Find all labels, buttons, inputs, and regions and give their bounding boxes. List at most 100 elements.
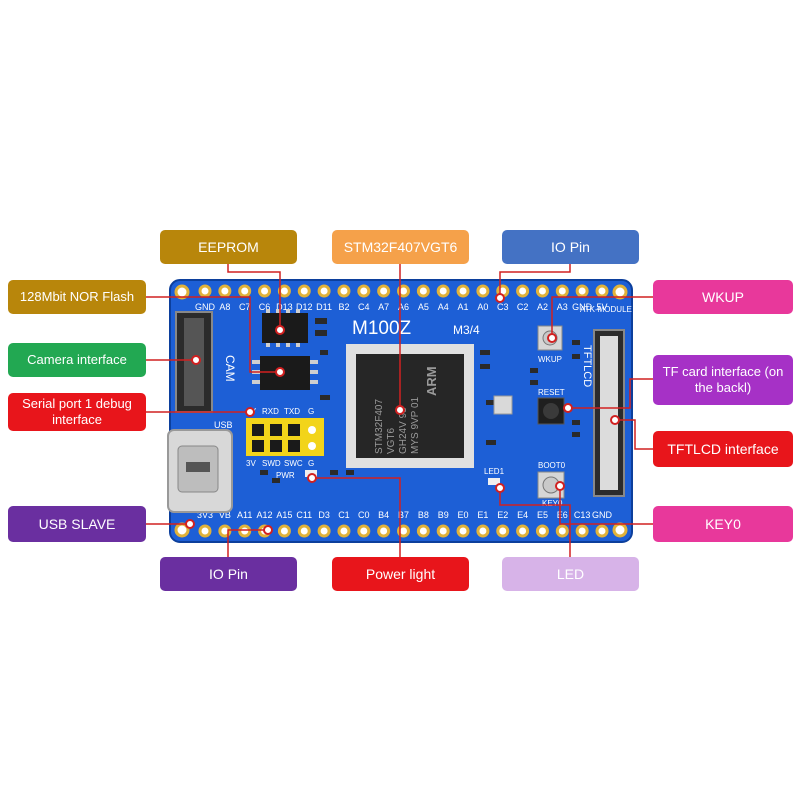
bottom-pin-label: GND <box>592 510 613 520</box>
svg-text:G: G <box>308 459 314 468</box>
bottom-pin-pad <box>277 524 291 538</box>
top-pin-pad <box>258 284 272 298</box>
bottom-pin-pad <box>555 524 569 538</box>
bottom-pin-label: A11 <box>237 510 252 520</box>
power-light-label: Power light <box>332 557 469 591</box>
top-pin-pad <box>317 284 331 298</box>
top-pin-pad <box>277 284 291 298</box>
bottom-pin-pad <box>357 524 371 538</box>
bottom-pin-pad <box>416 524 430 538</box>
bottom-pin-pad <box>575 524 589 538</box>
svg-text:ARM: ARM <box>424 366 439 396</box>
top-pin-pad <box>297 284 311 298</box>
top-pin-pad <box>516 284 530 298</box>
bottom-pin-label: E0 <box>458 510 469 520</box>
top-pin-label: A7 <box>378 302 389 312</box>
bottom-pin-pad <box>337 524 351 538</box>
bottom-pin-label: A15 <box>276 510 292 520</box>
top-pin-label: C7 <box>239 302 251 312</box>
svg-text:STM32F407: STM32F407 <box>374 399 385 454</box>
svg-text:GH24V 93: GH24V 93 <box>398 407 409 454</box>
bottom-pin-pad <box>535 524 549 538</box>
leader-lines <box>146 264 653 557</box>
led1: LED1 <box>484 467 505 485</box>
bottom-pin-label: 3V3 <box>197 510 213 520</box>
bottom-pin-label: D3 <box>318 510 330 520</box>
bottom-pin-pad <box>317 524 331 538</box>
top-pin-label: GND <box>195 302 216 312</box>
mounting-holes <box>174 284 628 538</box>
bottom-pin-pad <box>297 524 311 538</box>
mcu-label: STM32F407VGT6 <box>332 230 469 264</box>
top-pin-label: A1 <box>458 302 469 312</box>
led-label: LED <box>502 557 639 591</box>
svg-text:VGT6: VGT6 <box>386 427 397 454</box>
top-pin-label: GND <box>572 302 593 312</box>
top-pin-pad <box>218 284 232 298</box>
bottom-pin-label: B8 <box>418 510 429 520</box>
svg-text:G: G <box>308 407 314 416</box>
top-pin-pad <box>456 284 470 298</box>
top-pin-label: A0 <box>477 302 488 312</box>
bottom-pin-label: C11 <box>296 510 312 520</box>
top-pin-pad <box>555 284 569 298</box>
bottom-pin-label: B4 <box>378 510 389 520</box>
svg-text:SWC: SWC <box>284 459 303 468</box>
svg-text:RESET: RESET <box>538 388 565 397</box>
eeprom-label: EEPROM <box>160 230 297 264</box>
io-pin-bottom-label: IO Pin <box>160 557 297 591</box>
bottom-pin-pad <box>436 524 450 538</box>
svg-text:KEY0: KEY0 <box>542 499 563 508</box>
bottom-pin-label: VB <box>219 510 231 520</box>
bottom-pin-pad <box>456 524 470 538</box>
svg-text:BOOT0: BOOT0 <box>538 461 566 470</box>
bottom-pin-pad <box>595 524 609 538</box>
nor-flash-label: 128Mbit NOR Flash <box>8 280 146 314</box>
smd-components <box>260 318 580 483</box>
tftlcd-interface-label: TFTLCD interface <box>653 431 793 467</box>
top-pin-label: 5V <box>596 302 607 312</box>
top-pin-label: C3 <box>497 302 509 312</box>
top-pin-pad <box>337 284 351 298</box>
top-pin-label: A4 <box>438 302 449 312</box>
serial-port-label: Serial port 1 debug interface <box>8 393 146 431</box>
key0-label: KEY0 <box>653 506 793 542</box>
bottom-pin-row <box>198 524 609 538</box>
bottom-pin-label: C0 <box>358 510 370 520</box>
io-pin-top-label: IO Pin <box>502 230 639 264</box>
bottom-pin-label: E1 <box>477 510 488 520</box>
svg-text:USB: USB <box>214 420 233 430</box>
svg-text:SWD: SWD <box>262 459 281 468</box>
svg-text:RXD: RXD <box>262 407 279 416</box>
nor-flash-chip <box>252 356 318 390</box>
top-pin-pad <box>238 284 252 298</box>
bottom-pin-pad <box>476 524 490 538</box>
top-pin-label: A8 <box>219 302 230 312</box>
top-pin-pad <box>595 284 609 298</box>
usb-connector: USB <box>167 420 233 513</box>
svg-text:MYS 9VP 01: MYS 9VP 01 <box>410 396 421 454</box>
bottom-pin-label: B9 <box>438 510 449 520</box>
top-pin-pad <box>198 284 212 298</box>
svg-text:3V: 3V <box>246 459 256 468</box>
bottom-pin-label: E2 <box>497 510 508 520</box>
bottom-pin-label: C1 <box>338 510 350 520</box>
bottom-pin-pad <box>496 524 510 538</box>
wkup-label: WKUP <box>653 280 793 314</box>
bottom-pin-pad <box>397 524 410 538</box>
top-pin-label: A6 <box>398 302 409 312</box>
top-pin-pad <box>397 284 410 298</box>
svg-text:TFTLCD: TFTLCD <box>581 345 593 387</box>
crystal <box>493 395 513 415</box>
top-pin-label: B2 <box>338 302 349 312</box>
top-pin-pad <box>535 284 549 298</box>
camera-interface-label: Camera interface <box>8 343 146 377</box>
board-model-text: M100Z <box>352 318 412 339</box>
top-pin-label: D12 <box>296 302 313 312</box>
top-pin-label: A3 <box>557 302 568 312</box>
svg-text:PWR: PWR <box>276 471 295 480</box>
